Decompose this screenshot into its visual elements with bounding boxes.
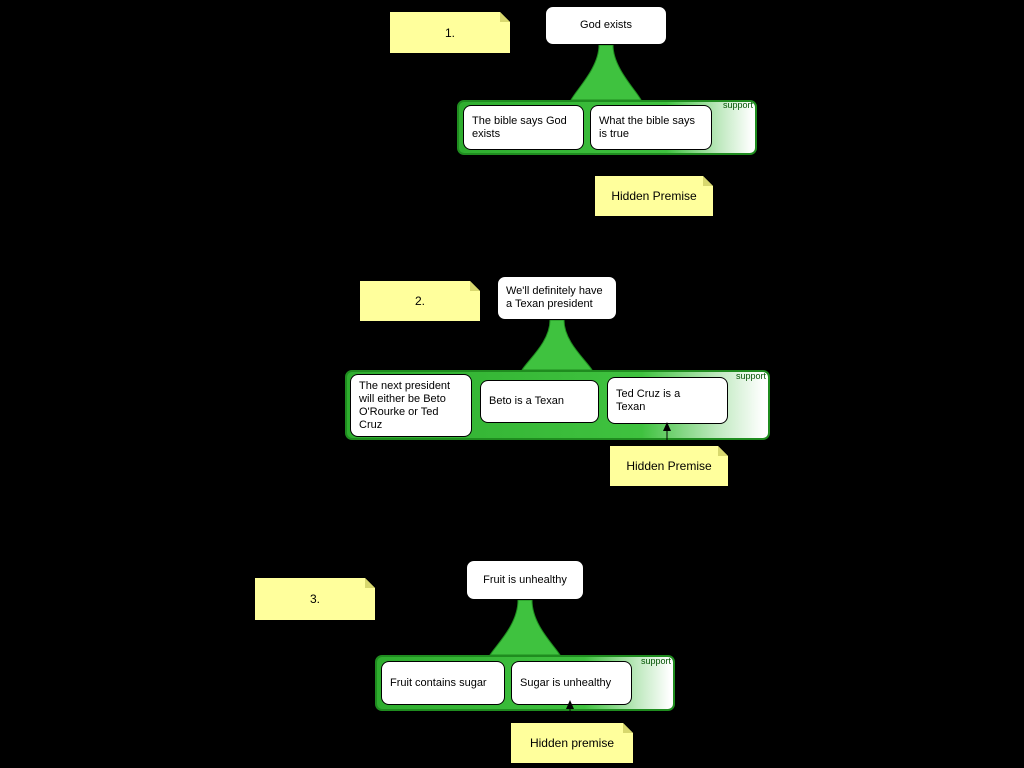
premise-box-2-1[interactable]: The next president will either be Beto O… xyxy=(350,374,472,437)
premise-2-1-text: The next president will either be Beto O… xyxy=(359,379,451,431)
hidden-premise-note-2[interactable]: Hidden Premise xyxy=(610,446,728,486)
claim-box-1[interactable]: God exists xyxy=(545,6,667,45)
hidden-premise-note-2-text: Hidden Premise xyxy=(626,459,712,473)
sticky-note-2[interactable]: 2. xyxy=(360,281,480,321)
support-connector-1 xyxy=(570,44,642,101)
support-label-2: support xyxy=(735,371,766,381)
claim-2-text: We'll definitely have a Texan president xyxy=(506,285,603,310)
premise-box-1-1[interactable]: The bible says God exists xyxy=(463,105,584,150)
premise-1-2-text: What the bible says is true xyxy=(599,114,695,140)
hidden-premise-note-1[interactable]: Hidden Premise xyxy=(595,176,713,216)
support-label-1: support xyxy=(722,100,753,110)
premise-3-1-text: Fruit contains sugar xyxy=(390,676,487,689)
hidden-premise-note-3[interactable]: Hidden premise xyxy=(511,723,633,763)
premise-box-2-2[interactable]: Beto is a Texan xyxy=(480,380,599,423)
sticky-note-3[interactable]: 3. xyxy=(255,578,375,620)
premise-box-3-1[interactable]: Fruit contains sugar xyxy=(381,661,505,705)
claim-box-2[interactable]: We'll definitely have a Texan president xyxy=(497,276,617,320)
sticky-note-1-text: 1. xyxy=(444,25,455,40)
premise-box-2-3[interactable]: Ted Cruz is a Texan xyxy=(607,377,728,424)
premise-box-1-2[interactable]: What the bible says is true xyxy=(590,105,712,150)
support-connector-3 xyxy=(489,599,561,656)
hidden-premise-note-3-text: Hidden premise xyxy=(529,736,615,750)
premise-box-3-2[interactable]: Sugar is unhealthy xyxy=(511,661,632,705)
premise-3-2-text: Sugar is unhealthy xyxy=(520,676,612,689)
sticky-note-1[interactable]: 1. xyxy=(390,12,510,53)
sticky-note-3-text: 3. xyxy=(309,592,320,606)
support-connector-2 xyxy=(521,319,593,371)
claim-1-text: God exists xyxy=(580,19,632,31)
premise-2-2-text: Beto is a Texan xyxy=(489,395,565,407)
claim-box-3[interactable]: Fruit is unhealthy xyxy=(466,560,584,600)
claim-3-text: Fruit is unhealthy xyxy=(483,573,567,586)
sticky-note-2-text: 2. xyxy=(414,294,425,308)
hidden-premise-note-1-text: Hidden Premise xyxy=(611,189,697,203)
premise-1-1-text: The bible says God exists xyxy=(472,114,567,140)
premise-2-3-text: Ted Cruz is a Texan xyxy=(616,387,681,413)
support-label-3: support xyxy=(640,656,671,666)
